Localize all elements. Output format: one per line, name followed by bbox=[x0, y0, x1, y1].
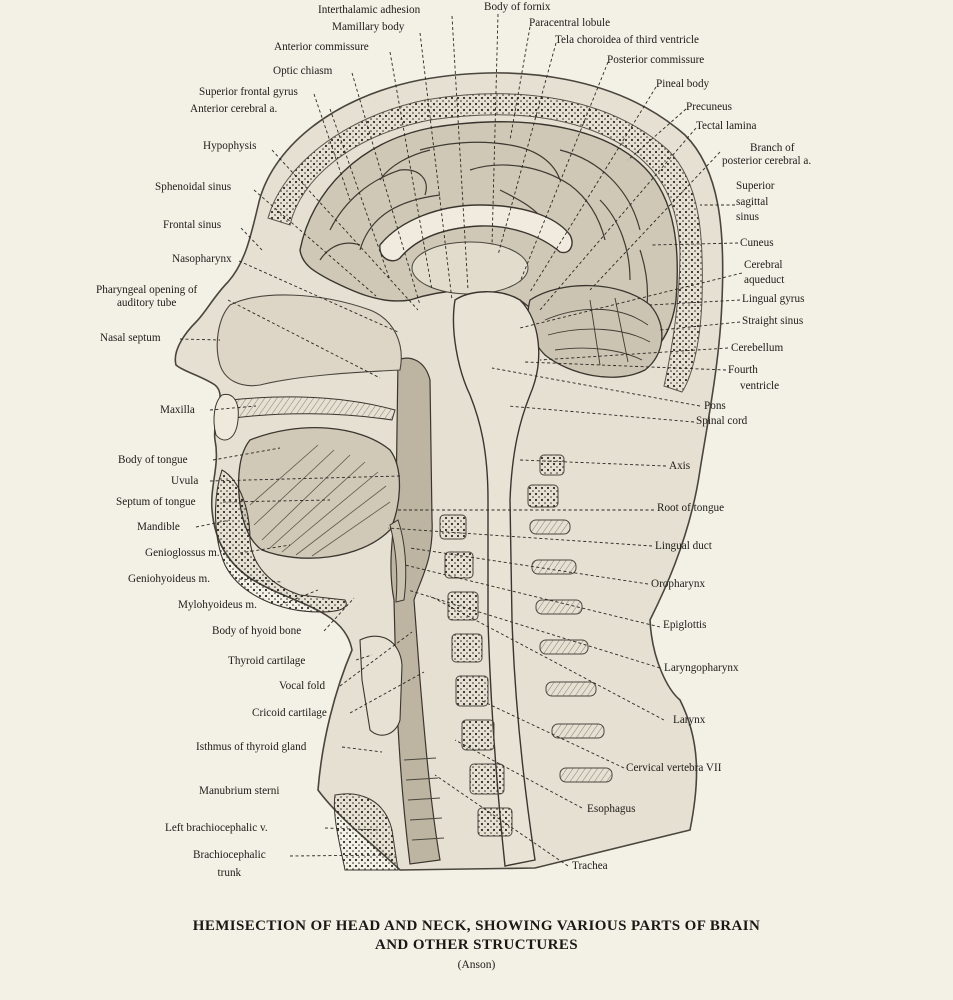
caption-title-line2: AND OTHER STRUCTURES bbox=[374, 937, 579, 953]
label-sss-line1: Superior bbox=[736, 180, 775, 192]
label-sss-line2: sagittal bbox=[736, 195, 769, 208]
label-branch-posterior-cerebral: Branch of posterior cerebral a. bbox=[722, 142, 811, 168]
label-optic-chiasm: Optic chiasm bbox=[273, 65, 333, 77]
label-nasopharynx: Nasopharynx bbox=[172, 253, 232, 265]
label-axis: Axis bbox=[669, 460, 691, 472]
label-pons: Pons bbox=[704, 400, 726, 412]
label-root-of-tongue: Root of tongue bbox=[657, 502, 725, 514]
mandible-bone bbox=[215, 469, 347, 613]
leader-lines bbox=[179, 13, 743, 867]
tongue-fibers bbox=[249, 444, 391, 557]
caption-title-line1: HEMISECTION OF HEAD AND NECK, SHOWING VA… bbox=[192, 918, 761, 934]
palate bbox=[229, 396, 396, 421]
label-interthalamic-adhesion: Interthalamic adhesion bbox=[318, 4, 421, 16]
label-pineal-body: Pineal body bbox=[656, 78, 710, 90]
label-manubrium-sterni: Manubrium sterni bbox=[199, 785, 280, 797]
brainstem bbox=[452, 291, 540, 867]
label-oropharynx: Oropharynx bbox=[651, 578, 706, 590]
label-trunk-line2: trunk bbox=[217, 867, 242, 879]
label-branch-line2: posterior cerebral a. bbox=[722, 155, 812, 167]
caption-title: HEMISECTION OF HEAD AND NECK, SHOWING VA… bbox=[0, 917, 953, 955]
label-vocal-fold: Vocal fold bbox=[279, 680, 326, 692]
label-aqueduct-line1: Cerebral bbox=[744, 259, 783, 271]
label-laryngopharynx: Laryngopharynx bbox=[664, 662, 739, 674]
label-maxilla: Maxilla bbox=[160, 404, 195, 416]
thyroid-cartilage-shape bbox=[359, 635, 403, 736]
label-mamillary-body: Mamillary body bbox=[332, 21, 405, 33]
label-esophagus: Esophagus bbox=[587, 803, 636, 815]
label-cerebral-aqueduct: Cerebral aqueduct bbox=[744, 258, 784, 288]
upper-teeth bbox=[213, 393, 239, 441]
sternum bbox=[333, 793, 399, 871]
figure-caption: HEMISECTION OF HEAD AND NECK, SHOWING VA… bbox=[0, 917, 953, 971]
label-sphenoidal-sinus: Sphenoidal sinus bbox=[155, 181, 232, 193]
label-superior-frontal-gyrus: Superior frontal gyrus bbox=[199, 86, 298, 98]
label-fourth-line1: Fourth bbox=[728, 364, 758, 376]
cerebellum-folia bbox=[544, 297, 651, 366]
label-pharyngeal-line1: Pharyngeal opening of bbox=[96, 284, 198, 296]
label-mandible: Mandible bbox=[137, 521, 180, 533]
label-lingual-duct: Lingual duct bbox=[655, 540, 712, 552]
label-thyroid-cartilage: Thyroid cartilage bbox=[228, 655, 306, 667]
label-larynx: Larynx bbox=[673, 714, 706, 726]
thalamus bbox=[411, 241, 529, 295]
label-cervical-vertebra: Cervical vertebra VII bbox=[626, 762, 722, 774]
label-aqueduct-line2: aqueduct bbox=[744, 274, 785, 286]
label-epiglottis: Epiglottis bbox=[663, 619, 707, 631]
label-genioglossus: Genioglossus m. bbox=[145, 547, 220, 559]
label-tectal-lamina: Tectal lamina bbox=[696, 120, 757, 132]
label-hypophysis: Hypophysis bbox=[203, 140, 257, 152]
label-paracentral-lobule: Paracentral lobule bbox=[529, 17, 611, 29]
label-posterior-commissure: Posterior commissure bbox=[607, 54, 705, 66]
label-pharyngeal-line2: auditory tube bbox=[116, 297, 177, 309]
label-brachiocephalic-trunk: Brachiocephalic trunk bbox=[193, 846, 266, 882]
label-isthmus-thyroid: Isthmus of thyroid gland bbox=[196, 741, 307, 753]
label-spinal-cord: Spinal cord bbox=[696, 415, 748, 427]
label-anterior-cerebral-a: Anterior cerebral a. bbox=[190, 103, 278, 115]
label-fourth-ventricle: Fourth ventricle bbox=[728, 362, 779, 394]
label-branch-line1: Branch of bbox=[750, 142, 795, 154]
label-body-of-fornix: Body of fornix bbox=[484, 1, 551, 13]
label-precuneus: Precuneus bbox=[686, 101, 732, 113]
label-fourth-line2: ventricle bbox=[740, 380, 780, 392]
label-cricoid-cartilage: Cricoid cartilage bbox=[252, 707, 327, 719]
label-cerebellum: Cerebellum bbox=[731, 342, 784, 354]
label-sss-line3: sinus bbox=[736, 211, 760, 223]
label-uvula: Uvula bbox=[171, 475, 199, 487]
airway bbox=[390, 357, 441, 865]
label-geniohyoideus: Geniohyoideus m. bbox=[128, 573, 211, 585]
label-cuneus: Cuneus bbox=[740, 237, 774, 249]
label-superior-sagittal-sinus: Superior sagittal sinus bbox=[736, 179, 775, 226]
label-septum-of-tongue: Septum of tongue bbox=[116, 496, 196, 508]
skull-band bbox=[267, 93, 703, 393]
vertebrae bbox=[439, 454, 613, 837]
epiglottis-shape bbox=[389, 519, 407, 603]
label-lingual-gyrus: Lingual gyrus bbox=[742, 293, 805, 305]
label-straight-sinus: Straight sinus bbox=[742, 315, 804, 327]
label-trunk-line1: Brachiocephalic bbox=[193, 849, 266, 861]
label-anterior-commissure: Anterior commissure bbox=[274, 41, 369, 53]
tongue bbox=[237, 427, 401, 559]
caption-source: (Anson) bbox=[457, 959, 496, 971]
label-mylohyoideus: Mylohyoideus m. bbox=[178, 599, 257, 611]
label-pharyngeal-opening: Pharyngeal opening of auditory tube bbox=[96, 284, 197, 310]
trachea-rings bbox=[403, 757, 445, 841]
label-frontal-sinus: Frontal sinus bbox=[163, 219, 222, 231]
label-body-of-hyoid: Body of hyoid bone bbox=[212, 625, 302, 637]
label-trachea: Trachea bbox=[572, 860, 608, 872]
label-body-of-tongue: Body of tongue bbox=[118, 454, 188, 466]
label-nasal-septum: Nasal septum bbox=[100, 332, 161, 344]
label-left-brachiocephalic: Left brachiocephalic v. bbox=[165, 822, 268, 834]
label-tela-choroidea: Tela choroidea of third ventricle bbox=[555, 34, 699, 46]
corpus-callosum bbox=[379, 204, 573, 262]
